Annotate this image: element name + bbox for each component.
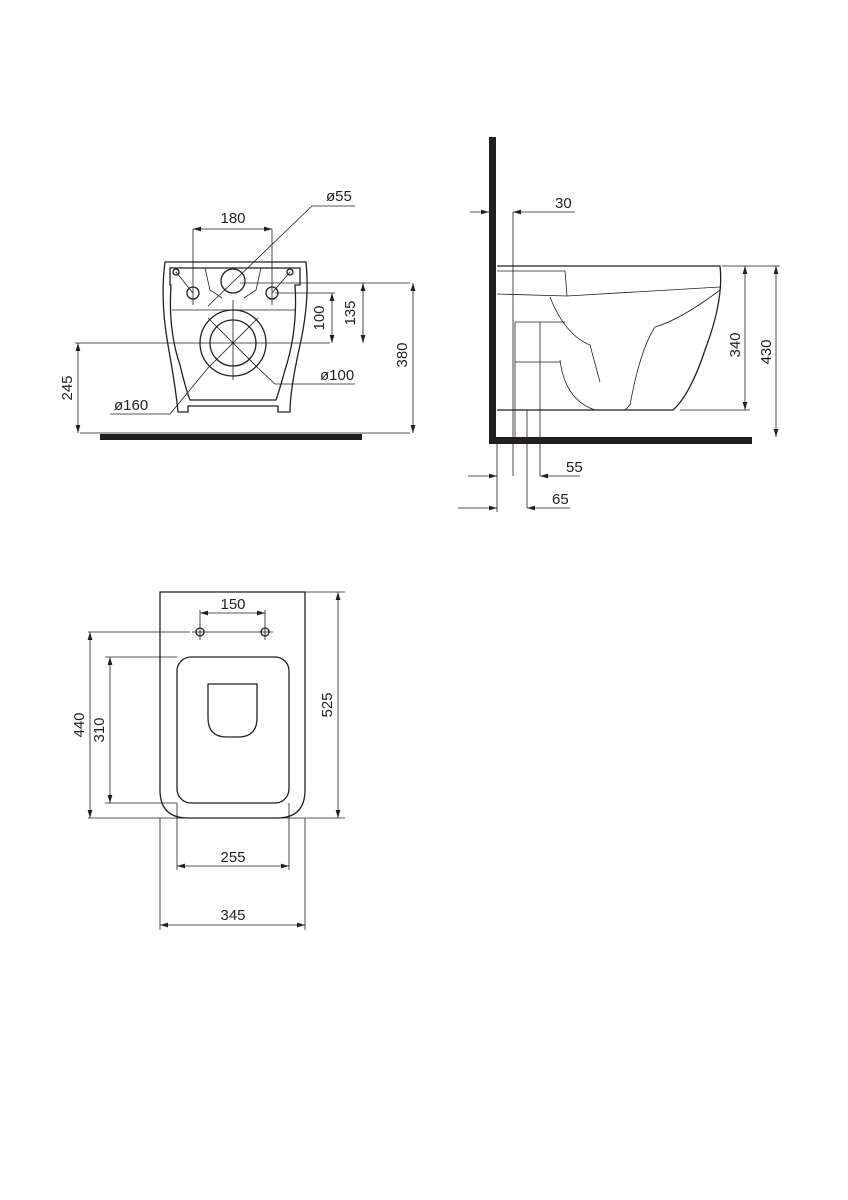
dim-180: 180 <box>220 210 245 227</box>
dim-255: 255 <box>220 849 245 866</box>
dim-380: 380 <box>394 342 411 367</box>
dim-d160: ø160 <box>114 397 148 414</box>
seat-outline <box>176 656 290 804</box>
dim-55: 55 <box>566 459 583 476</box>
mounting-ribs <box>172 267 296 311</box>
dim-d100: ø100 <box>320 367 354 384</box>
bowl-inner-outline <box>169 267 301 401</box>
dim-340: 340 <box>727 332 744 357</box>
floor <box>489 437 752 444</box>
dim-310: 310 <box>91 717 108 742</box>
floor-line <box>100 434 362 440</box>
dim-440: 440 <box>71 712 88 737</box>
dim-d55: ø55 <box>326 188 352 205</box>
dim-525: 525 <box>319 692 336 717</box>
dim-65: 65 <box>552 491 569 508</box>
dim-345: 345 <box>220 907 245 924</box>
front-view: 180 ø55 100 135 380 245 ø100 ø160 <box>59 188 416 440</box>
inlet-circle <box>220 268 246 294</box>
wall <box>489 137 496 444</box>
top-outline <box>159 591 306 819</box>
bowl-outline <box>162 261 308 413</box>
dim-430: 430 <box>758 339 775 364</box>
dim-245: 245 <box>59 375 76 400</box>
dim-30: 30 <box>555 195 572 212</box>
dim-150: 150 <box>220 596 245 613</box>
bowl-opening <box>207 683 258 738</box>
side-view: 30 340 430 55 65 <box>458 137 780 512</box>
dim-100: 100 <box>311 305 328 330</box>
top-view: 150 525 440 310 255 345 <box>71 591 345 930</box>
bowl-profile <box>497 265 722 411</box>
dim-135: 135 <box>342 300 359 325</box>
